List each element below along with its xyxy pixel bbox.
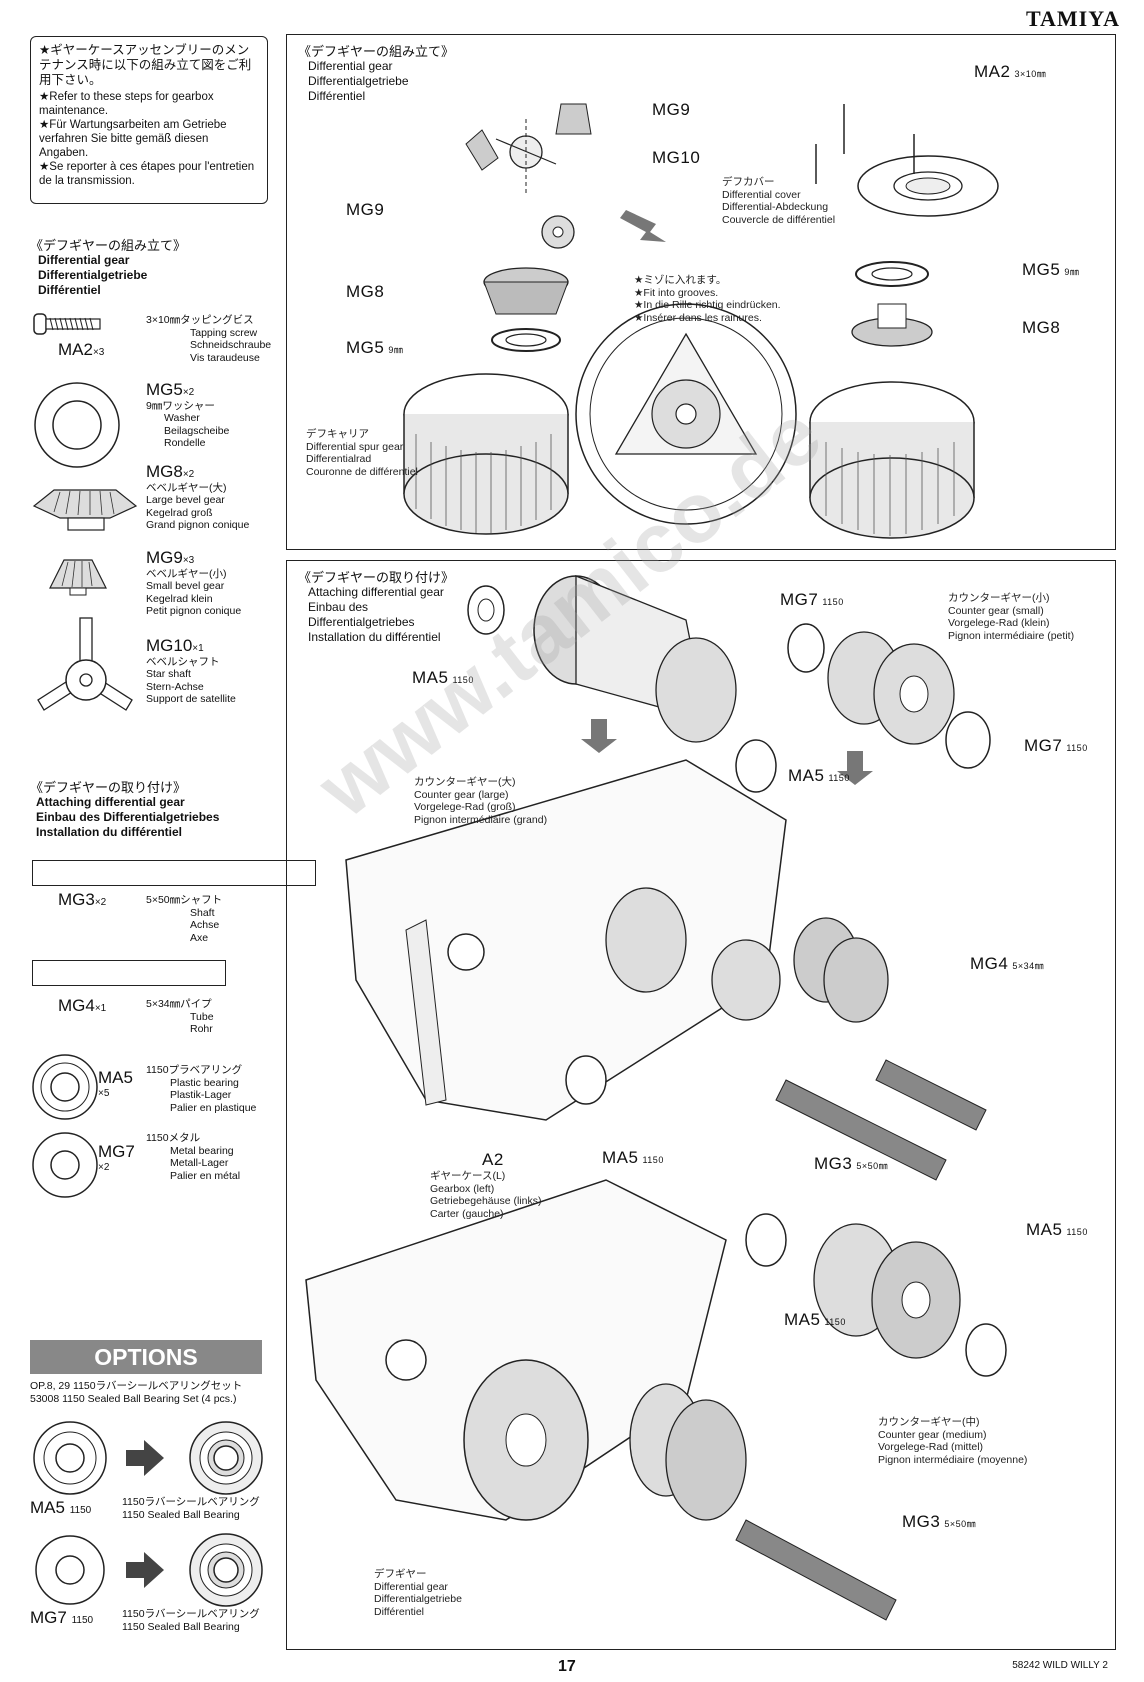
label-a2: A2: [482, 1150, 504, 1169]
diff-exploded-diagram: [403, 103, 999, 539]
mg7-desc: 1150メタル Metal bearing Metall-Lager Palie…: [146, 1132, 241, 1182]
diff-install-panel: [286, 560, 1116, 1650]
mg8-desc: MG8×2 ベベルギヤー(大) Large bevel gear Kegelra…: [146, 462, 250, 531]
mg7-code: MG7×2: [98, 1142, 135, 1173]
counter-large-caption: カウンターギヤー(大) Counter gear (large) Vorgele…: [414, 776, 548, 826]
gearbox-exploded-diagram: [305, 575, 1007, 1621]
label-mg10: MG10: [652, 148, 701, 167]
bottom-panel-heading: 《デフギヤーの取り付け》 Attaching differential gear…: [298, 570, 455, 644]
options-text: OP.8, 29 1150ラバーシールベアリングセット 53008 1150 S…: [30, 1380, 243, 1405]
large-bevel-gear-icon: [32, 489, 138, 531]
plastic-bearing-icon: [32, 1054, 98, 1120]
counter-small-caption: カウンターギヤー(小) Counter gear (small) Vorgele…: [948, 592, 1075, 642]
mg9-desc: MG9×3 ベベルギヤー(小) Small bevel gear Kegelra…: [146, 548, 242, 617]
diff-assembly-panel: [286, 34, 1116, 550]
mg5-desc: MG5×2 9㎜ワッシャー Washer Beilagscheibe Ronde…: [146, 380, 230, 449]
mg4-desc: 5×34㎜パイプ Tube Rohr: [146, 998, 214, 1035]
diff-cover-caption: デフカバー Differential cover Differential-Ab…: [722, 176, 836, 226]
ma2-desc: 3×10㎜タッピングビス Tapping screw Schneidschrau…: [146, 314, 272, 364]
model-number: 58242 WILD WILLY 2: [1012, 1660, 1108, 1671]
star-shaft-icon: [37, 617, 133, 711]
gearbox-caption: ギヤーケース(L) Gearbox (left) Getriebegehäuse…: [430, 1170, 542, 1220]
label-mg9-top: MG9: [652, 100, 691, 119]
page-number: 17: [558, 1658, 576, 1675]
screw-icon: [33, 313, 101, 335]
options-ma5-desc: 1150ラバーシールベアリング 1150 Sealed Ball Bearing: [122, 1496, 260, 1521]
options-ma5-code: MA5 1150: [30, 1498, 92, 1517]
options-mg7-diagram: [35, 1533, 263, 1607]
options-ma5-diagram: [33, 1421, 263, 1495]
left-attach-heading: 《デフギヤーの取り付け》 Attaching differential gear…: [30, 780, 220, 839]
notice-en: ★Refer to these steps for gearbox mainte…: [39, 91, 214, 117]
mg3-desc: 5×50㎜シャフト Shaft Achse Axe: [146, 894, 223, 944]
metal-bearing-icon: [32, 1132, 98, 1198]
maintenance-notice: ★ギヤーケースアッセンブリーのメンテナンス時に以下の組み立て図をご利用下さい。 …: [30, 36, 268, 204]
ma5-desc: 1150プラベアリング Plastic bearing Plastik-Lage…: [146, 1064, 257, 1114]
label-mg8-right: MG8: [1022, 318, 1061, 337]
label-mg9-left: MG9: [346, 200, 385, 219]
tube-icon: [32, 960, 226, 986]
label-mg8-left: MG8: [346, 282, 385, 301]
ma2-code: MA2×3: [58, 340, 105, 359]
washer-icon: [34, 382, 120, 468]
ma5-code: MA5×5: [98, 1068, 133, 1099]
options-banner: OPTIONS: [30, 1340, 262, 1374]
small-bevel-gear-icon: [49, 559, 107, 596]
left-diff-heading: 《デフギヤーの組み立て》 Differential gear Different…: [30, 238, 187, 297]
notice-de: ★Für Wartungsarbeiten am Getriebe verfah…: [39, 119, 227, 159]
mg3-code: MG3×2: [58, 890, 107, 909]
options-mg7-desc: 1150ラバーシールベアリング 1150 Sealed Ball Bearing: [122, 1608, 260, 1633]
mg4-code: MG4×1: [58, 996, 107, 1015]
grooves-caption: ★ミゾに入れます。 ★Fit into grooves. ★In die Ril…: [634, 274, 781, 324]
options-mg7-code: MG7 1150: [30, 1608, 94, 1627]
diff-gear-caption: デフギヤー Differential gear Differentialgetr…: [374, 1568, 462, 1618]
counter-medium-caption: カウンターギヤー(中) Counter gear (medium) Vorgel…: [878, 1416, 1028, 1466]
notice-jp: ★ギヤーケースアッセンブリーのメンテナンス時に以下の組み立て図をご利用下さい。: [39, 43, 252, 87]
notice-fr: ★Se reporter à ces étapes pour l'entreti…: [39, 161, 255, 187]
brand-logo: TAMIYA: [1025, 6, 1120, 31]
top-panel-heading: 《デフギヤーの組み立て》 Differential gear Different…: [298, 44, 455, 103]
diff-carrier-caption: デフキャリア Differential spur gear Differenti…: [306, 428, 418, 478]
mg10-desc: MG10×1 ベベルシャフト Star shaft Stern-Achse Su…: [146, 636, 236, 705]
shaft-icon: [32, 860, 316, 886]
